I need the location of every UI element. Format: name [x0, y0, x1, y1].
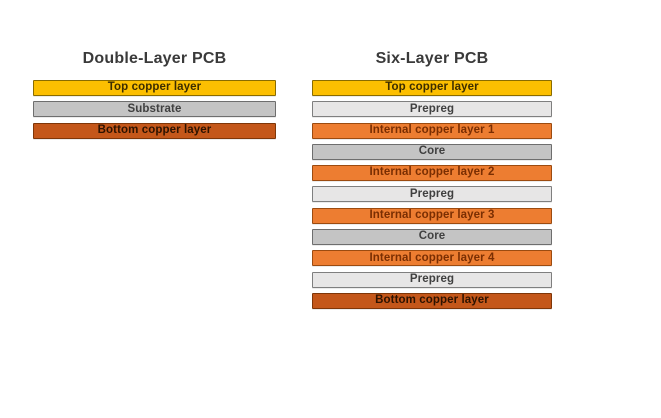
pcb-layer-copper-bottom: Bottom copper layer: [33, 122, 276, 139]
pcb-layer-prepreg: Prepreg: [312, 186, 552, 203]
pcb-layer-copper-internal: Internal copper layer 1: [312, 122, 552, 139]
pcb-layer-label: Substrate: [127, 102, 182, 115]
pcb-layer-label: Bottom copper layer: [375, 294, 489, 307]
pcb-layer-core: Substrate: [33, 101, 276, 118]
pcb-layer-core: Core: [312, 229, 552, 246]
pcb-layer-copper-top: Top copper layer: [312, 80, 552, 96]
pcb-layer-copper-internal: Internal copper layer 2: [312, 165, 552, 182]
pcb-layer-label: Top copper layer: [385, 81, 479, 94]
pcb-layer-label: Prepreg: [409, 102, 455, 115]
pcb-layer-label: Bottom copper layer: [97, 123, 212, 136]
pcb-layer-label: Internal copper layer 4: [369, 251, 495, 264]
pcb-layer-label: Top copper layer: [107, 81, 202, 94]
pcb-layer-label: Core: [418, 145, 446, 158]
pcb-layer-copper-top: Top copper layer: [33, 80, 276, 96]
pcb-layer-label: Internal copper layer 3: [369, 209, 495, 222]
pcb-layer-copper-internal: Internal copper layer 3: [312, 207, 552, 224]
pcb-layer-prepreg: Prepreg: [312, 271, 552, 288]
pcb-layer-label: Internal copper layer 1: [369, 123, 495, 136]
pcb-layer-prepreg: Prepreg: [312, 101, 552, 118]
pcb-layer-core: Core: [312, 143, 552, 160]
pcb-layer-label: Core: [418, 230, 446, 243]
diagram-title-double-layer: Double-Layer PCB: [82, 50, 227, 67]
pcb-layer-label: Prepreg: [409, 272, 455, 285]
diagram-title-six-layer: Six-Layer PCB: [375, 50, 489, 67]
pcb-layer-label: Internal copper layer 2: [369, 166, 495, 179]
pcb-layer-copper-internal: Internal copper layer 4: [312, 250, 552, 267]
pcb-layer-copper-bottom: Bottom copper layer: [312, 292, 552, 309]
pcb-layer-label: Prepreg: [409, 187, 455, 200]
